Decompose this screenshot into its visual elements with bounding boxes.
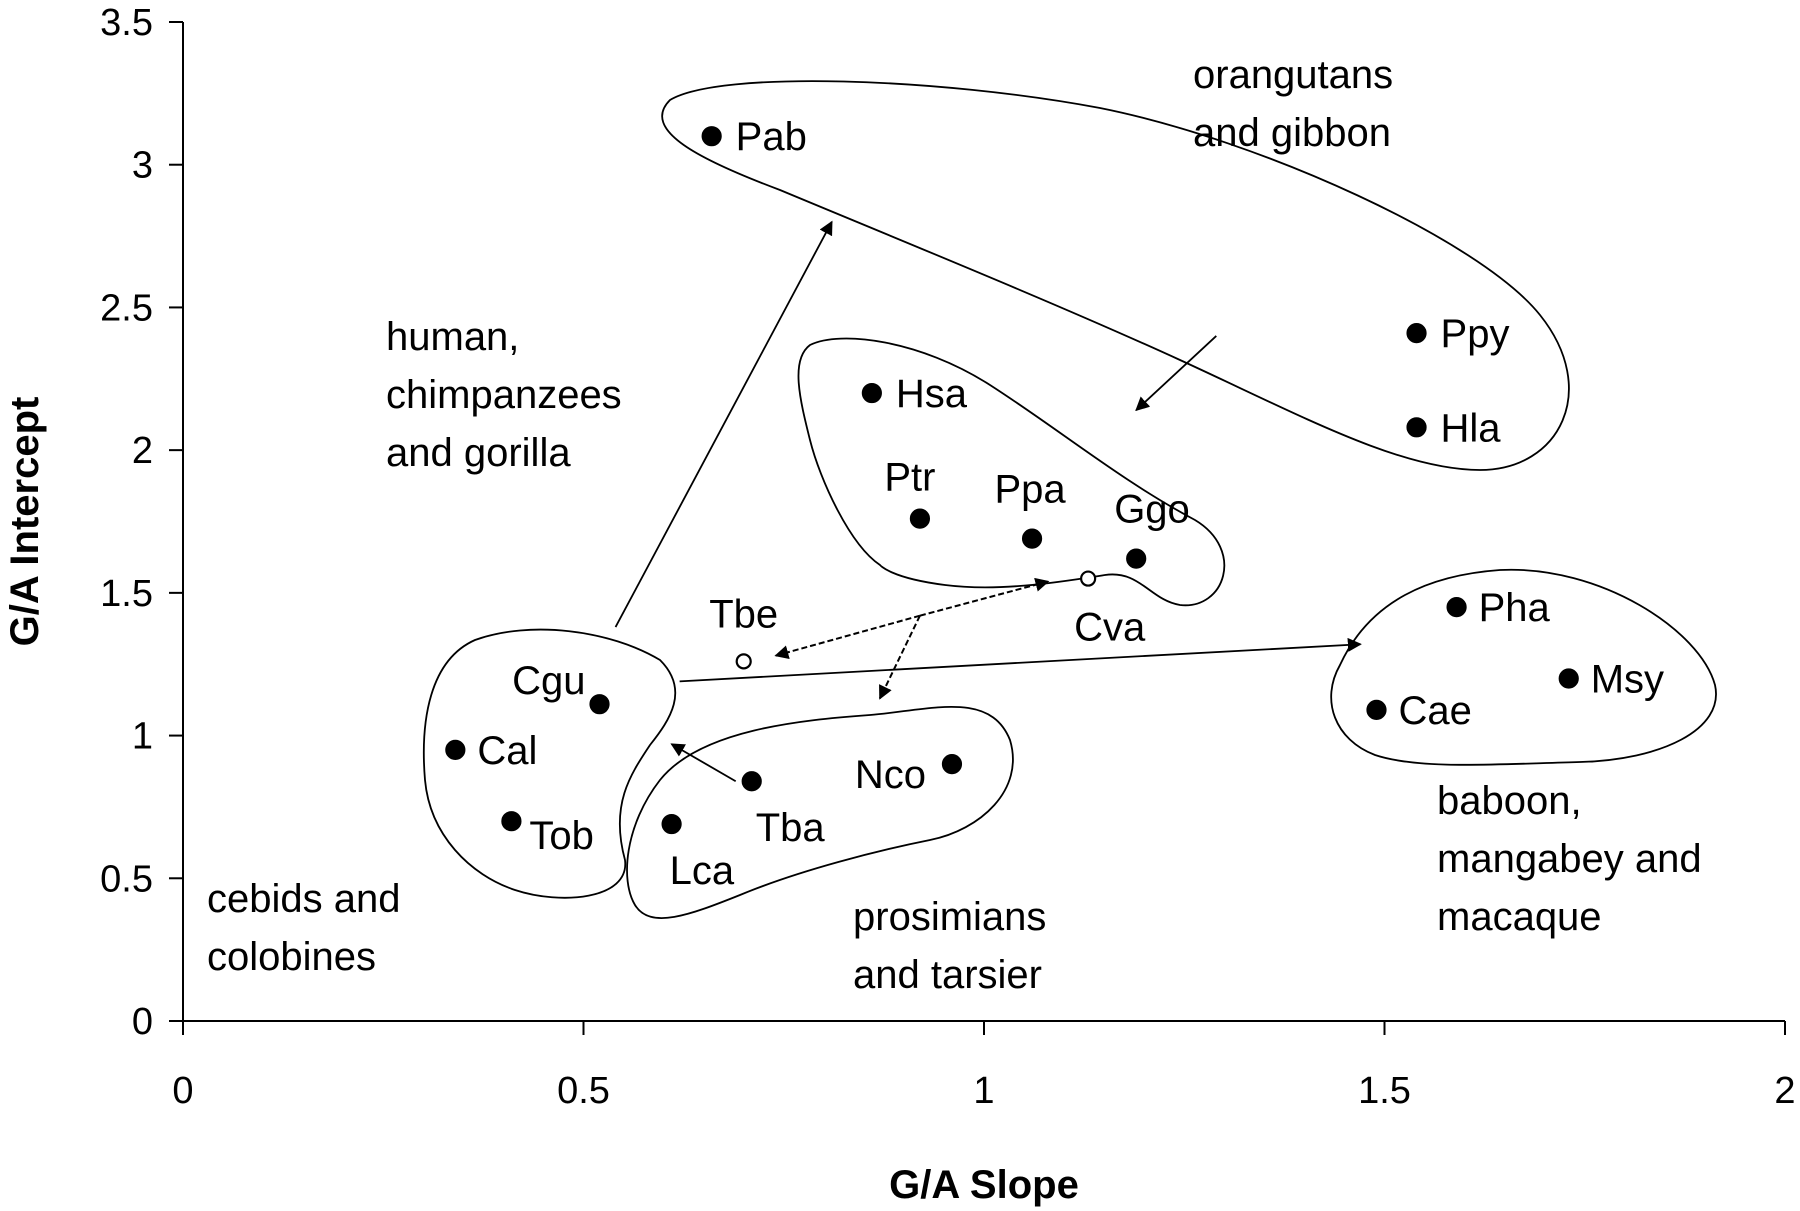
annotation-line: and gorilla xyxy=(386,431,571,475)
annotation-prosimians: prosimians and tarsier xyxy=(853,895,1046,997)
point-cal xyxy=(445,739,466,760)
y-tick-label: 1.5 xyxy=(100,573,153,615)
annotation-cebids: cebids and colobines xyxy=(207,877,400,979)
point-label-msy: Msy xyxy=(1591,657,1664,701)
point-label-ggo: Ggo xyxy=(1114,488,1190,532)
point-ppy xyxy=(1406,323,1427,344)
point-label-pha: Pha xyxy=(1479,586,1551,630)
annotation-human: human, chimpanzees and gorilla xyxy=(386,315,622,475)
point-cae xyxy=(1366,699,1387,720)
point-tob xyxy=(501,811,522,832)
point-label-cva: Cva xyxy=(1074,606,1146,650)
y-tick-label: 0.5 xyxy=(100,858,153,900)
arrow-4 xyxy=(670,743,737,783)
point-pab xyxy=(701,126,722,147)
x-tick-label: 0.5 xyxy=(557,1070,610,1112)
outline-human-chimp-gorilla xyxy=(797,337,1226,606)
point-label-hla: Hla xyxy=(1441,406,1502,450)
point-tbe xyxy=(735,653,752,670)
arrows xyxy=(614,220,1362,783)
point-ptr xyxy=(909,508,931,529)
annotation-line: and gibbon xyxy=(1193,111,1391,155)
point-tba xyxy=(741,771,762,792)
annotation-orangutans: orangutans and gibbon xyxy=(1193,53,1393,155)
arrow-2 xyxy=(1135,335,1217,412)
point-label-cae: Cae xyxy=(1398,689,1471,733)
annotation-line: human, xyxy=(386,315,519,359)
arrow-7 xyxy=(878,615,921,700)
point-label-nco: Nco xyxy=(855,753,926,797)
axes: 0 0.5 1 1.5 2 2.5 3 3.5 0 0.5 1 1.5 2G/A Slope G/A In… xyxy=(3,2,1796,1207)
outline-prosimians-tarsier xyxy=(626,705,1014,919)
outline-baboon-mangabey-macaque xyxy=(1330,568,1717,766)
y-tick-label: 3 xyxy=(132,145,153,187)
annotation-line: chimpanzees xyxy=(386,373,622,417)
point-label-pab: Pab xyxy=(736,115,807,159)
point-label-tbe: Tbe xyxy=(709,592,778,636)
y-tick-label: 1 xyxy=(132,716,153,758)
annotation-line: cebids and xyxy=(207,877,400,921)
point-label-ptr: Ptr xyxy=(884,456,935,500)
arrow-6 xyxy=(919,577,1050,617)
y-tick-label: 3.5 xyxy=(100,2,153,44)
point-ppa xyxy=(1021,528,1043,549)
annotation-line: colobines xyxy=(207,935,376,979)
outline-cebids-colobines xyxy=(422,628,677,899)
point-hla xyxy=(1406,417,1427,438)
point-hsa xyxy=(861,382,882,404)
point-cva xyxy=(1080,570,1097,587)
x-tick-label: 0 xyxy=(172,1070,193,1112)
point-label-tba: Tba xyxy=(756,806,826,850)
point-lca xyxy=(661,813,682,835)
point-label-cal: Cal xyxy=(477,729,537,773)
y-axis-title: G/A Intercept xyxy=(3,397,47,647)
annotation-baboon: baboon, mangabey and macaque xyxy=(1437,779,1702,939)
group-outlines xyxy=(422,80,1717,919)
point-label-lca: Lca xyxy=(670,849,735,893)
point-cgu xyxy=(589,694,610,715)
x-tick-label: 1.5 xyxy=(1358,1070,1411,1112)
y-tick-label: 0 xyxy=(132,1001,153,1043)
x-tick-label: 1 xyxy=(973,1070,994,1112)
point-label-tob: Tob xyxy=(529,814,594,858)
annotation-line: baboon, xyxy=(1437,779,1582,823)
point-msy xyxy=(1558,668,1579,689)
x-axis-title: G/A Slope xyxy=(889,1163,1079,1207)
x-tick-label: 2 xyxy=(1774,1070,1795,1112)
point-label-cgu: Cgu xyxy=(512,659,585,703)
point-pha xyxy=(1446,597,1467,618)
annotation-line: orangutans xyxy=(1193,53,1393,97)
point-nco xyxy=(941,754,963,775)
arrow-3 xyxy=(679,637,1362,683)
group-annotations: orangutans and gibbon human, chimpanzees and… xyxy=(207,53,1702,997)
annotation-line: and tarsier xyxy=(853,953,1042,997)
arrow-1 xyxy=(614,220,833,628)
point-label-hsa: Hsa xyxy=(896,372,968,416)
arrow-5 xyxy=(774,614,921,660)
annotation-line: mangabey and xyxy=(1437,837,1702,881)
point-label-ppy: Ppy xyxy=(1441,312,1510,356)
outline-orangutans-gibbon xyxy=(661,80,1570,471)
point-ggo xyxy=(1126,548,1147,569)
annotation-line: prosimians xyxy=(853,895,1046,939)
y-tick-label: 2 xyxy=(132,430,153,472)
point-label-ppa: Ppa xyxy=(994,468,1066,512)
annotation-line: macaque xyxy=(1437,895,1602,939)
y-tick-label: 2.5 xyxy=(100,287,153,329)
